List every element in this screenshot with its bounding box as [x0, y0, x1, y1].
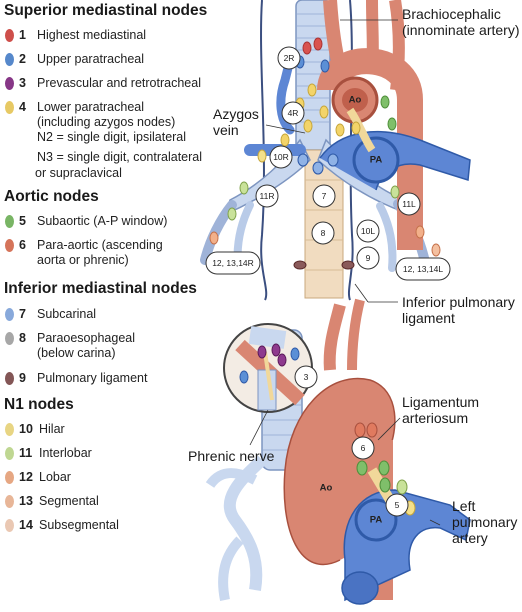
node-11l-label: 11L	[402, 199, 416, 209]
n1-title: N1 nodes	[4, 396, 74, 413]
node-7	[312, 184, 336, 208]
legend-num: 10	[19, 422, 33, 436]
legend-label: Paraoesophageal (below carina)	[37, 331, 135, 360]
node-6	[351, 436, 375, 460]
swatch-8	[5, 332, 14, 345]
swatch-1	[5, 29, 14, 42]
legend-label: Subsegmental	[39, 518, 119, 532]
node-2r	[277, 46, 301, 70]
legend-num: 5	[19, 214, 26, 228]
legend-label: Pulmonary ligament	[37, 371, 148, 385]
legend-label: Para-aortic (ascending aorta or phrenic)	[37, 238, 163, 267]
legend-num: 6	[19, 238, 26, 252]
n2-text: N2 = single digit, ipsilateral	[37, 130, 187, 144]
legend-num: 11	[19, 446, 33, 460]
labeled-nodes-top: 2R 4R 10R 11R 7 8 10L 11L 9 12, 13,14R 1…	[205, 46, 451, 281]
node-12l	[395, 257, 451, 281]
legend-num: 4	[19, 100, 26, 114]
superior-title: Superior mediastinal nodes	[4, 2, 208, 19]
callout-ligamentum: Ligamentum arteriosum	[402, 394, 480, 426]
swatch-4	[5, 101, 14, 114]
node-10l-label: 10L	[361, 226, 375, 236]
node-9-label: 9	[366, 253, 371, 263]
node-12r-label: 12, 13,14R	[212, 258, 254, 268]
aortic-arch-top	[317, 48, 423, 250]
swatch-3	[5, 77, 14, 90]
node-11r-label: 11R	[260, 191, 275, 201]
node-12r	[205, 251, 261, 275]
legend-num: 14	[19, 518, 33, 532]
node-3-label: 3	[304, 372, 309, 382]
n3-text-2: or supraclavical	[35, 166, 122, 180]
callout-azygos: Azygos vein	[213, 106, 259, 138]
node-5-label: 5	[395, 500, 400, 510]
legend-label: Subcarinal	[37, 307, 97, 321]
node-8-label: 8	[321, 228, 326, 238]
node-10r	[269, 145, 293, 169]
node-10l	[356, 219, 380, 243]
node-12l-label: 12, 13,14L	[403, 264, 443, 274]
legend-num: 8	[19, 331, 26, 345]
aortic-title: Aortic nodes	[4, 188, 99, 205]
left-pleura	[347, 0, 354, 301]
small-nodes-bottom	[354, 422, 416, 516]
legend-label: Segmental	[39, 494, 99, 508]
legend-label: Interlobar	[39, 446, 92, 460]
swatch-13	[5, 495, 14, 508]
swatch-10	[5, 423, 14, 436]
callout-phrenic: Phrenic nerve	[188, 448, 275, 464]
legend-num: 2	[19, 52, 26, 66]
pa-top-label: PA	[370, 155, 383, 166]
callout-left-pa: Left pulmonary artery	[452, 498, 518, 546]
inferior-title: Inferior mediastinal nodes	[4, 280, 197, 297]
n3-text: N3 = single digit, contralateral	[37, 150, 203, 164]
legend-label: Prevascular and retrotracheal	[37, 76, 201, 90]
legend-label: Subaortic (A-P window)	[37, 214, 168, 228]
pa-bottom-label: PA	[370, 515, 383, 526]
legend-num: 9	[19, 371, 26, 385]
swatch-5	[5, 215, 14, 228]
node-7-label: 7	[322, 191, 327, 201]
node-9	[356, 246, 380, 270]
swatch-14	[5, 519, 14, 532]
node-4r	[281, 101, 305, 125]
node-10r-label: 10R	[273, 152, 289, 162]
node-11l	[397, 192, 421, 216]
azygos-vein	[276, 55, 295, 135]
callout-brachiocephalic: Brachiocephalic (innominate artery)	[402, 6, 520, 38]
legend-label: Lower paratracheal (including azygos nod…	[37, 100, 176, 129]
node-2r-label: 2R	[284, 53, 295, 63]
bottom-anatomy: 3 6 5 Ao PA	[205, 298, 471, 605]
swatch-12	[5, 471, 14, 484]
legend-num: 1	[19, 28, 26, 42]
node-3	[294, 365, 318, 389]
ao-bottom-label: Ao	[320, 483, 333, 494]
swatch-6	[5, 239, 14, 252]
legend-label: Lobar	[39, 470, 71, 484]
swatch-2	[5, 53, 14, 66]
leader-lines-top	[265, 19, 398, 303]
swatch-11	[5, 447, 14, 460]
swatch-9	[5, 372, 14, 385]
legend-num: 13	[19, 494, 33, 508]
node-5	[385, 493, 409, 517]
node-6-label: 6	[361, 443, 366, 453]
legend-label: Upper paratracheal	[37, 52, 145, 66]
legend-label: Hilar	[39, 422, 65, 436]
swatch-7	[5, 308, 14, 321]
legend-num: 12	[19, 470, 33, 484]
legend-num: 7	[19, 307, 26, 321]
node-8	[311, 221, 335, 245]
top-anatomy: 2R 4R 10R 11R 7 8 10L 11L 9 12, 13,14R 1…	[200, 0, 471, 303]
legend-num: 3	[19, 76, 26, 90]
node-11r	[255, 184, 279, 208]
node-4r-label: 4R	[288, 108, 299, 118]
leader-lines-bottom	[249, 409, 441, 526]
ao-top-label: Ao	[349, 95, 362, 106]
callout-inferior-ligament: Inferior pulmonary ligament	[402, 294, 515, 326]
legend-label: Highest mediastinal	[37, 28, 147, 42]
